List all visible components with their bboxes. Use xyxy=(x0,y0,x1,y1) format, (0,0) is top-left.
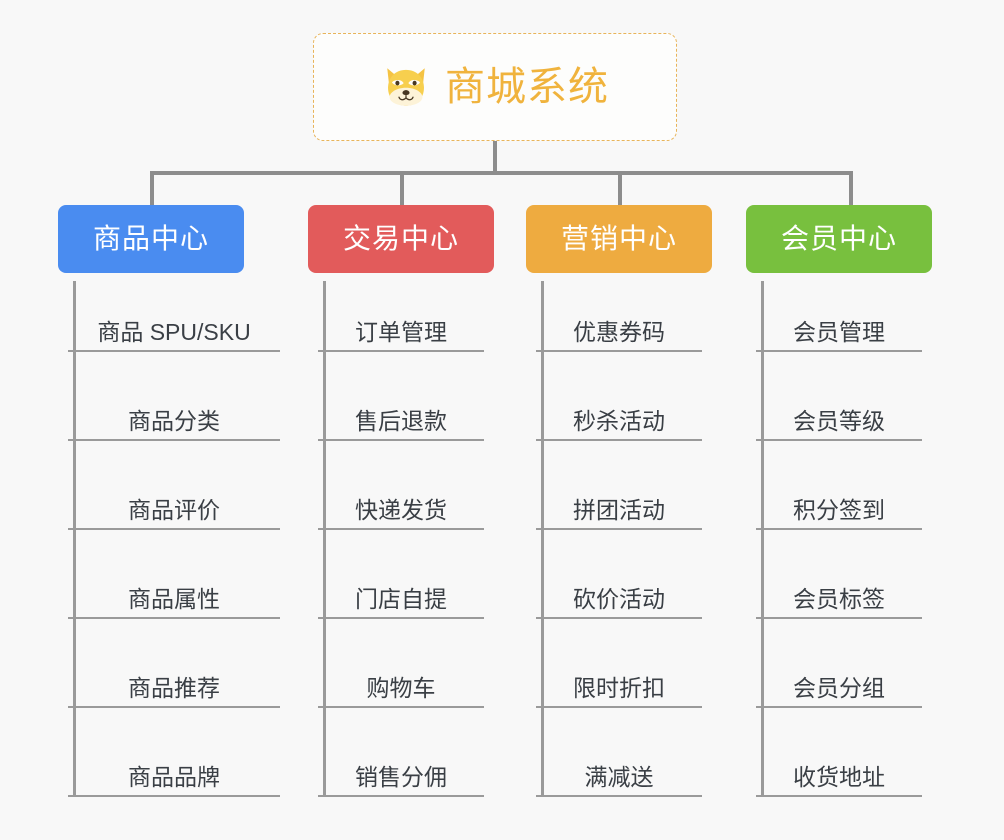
leaf-item[interactable]: 商品分类 xyxy=(68,397,280,441)
column-trunk-product-center xyxy=(73,281,76,797)
category-box-trade-center[interactable]: 交易中心 xyxy=(308,205,494,273)
leaf-item[interactable]: 秒杀活动 xyxy=(536,397,702,441)
leaf-item[interactable]: 商品推荐 xyxy=(68,664,280,708)
leaf-item[interactable]: 商品品牌 xyxy=(68,753,280,797)
leaf-item-label: 商品评价 xyxy=(128,497,220,524)
root-title: 商城系统 xyxy=(445,65,609,109)
leaf-item[interactable]: 会员标签 xyxy=(756,575,922,619)
leaf-item-label: 满减送 xyxy=(584,764,654,791)
leaf-item[interactable]: 销售分佣 xyxy=(318,753,484,797)
leaf-item-label: 商品分类 xyxy=(128,408,220,435)
leaf-item[interactable]: 拼团活动 xyxy=(536,486,702,530)
leaf-item[interactable]: 收货地址 xyxy=(756,753,922,797)
leaf-item-label: 秒杀活动 xyxy=(573,408,665,435)
leaf-item[interactable]: 商品属性 xyxy=(68,575,280,619)
leaf-item[interactable]: 砍价活动 xyxy=(536,575,702,619)
column-trunk-member-center xyxy=(761,281,764,797)
leaf-item-label: 商品品牌 xyxy=(128,764,220,791)
horizontal-bus-connector xyxy=(150,171,853,175)
leaf-item-label: 门店自提 xyxy=(355,586,447,613)
category-label: 交易中心 xyxy=(342,223,459,254)
leaf-item-label: 售后退款 xyxy=(355,408,447,435)
leaf-item-label: 积分签到 xyxy=(793,497,885,524)
leaf-item-label: 快递发货 xyxy=(355,497,447,524)
root-node[interactable]: 商城系统 xyxy=(313,33,677,141)
leaf-item-label: 会员分组 xyxy=(793,675,885,702)
drop-connector-1 xyxy=(150,171,154,205)
leaf-item-label: 收货地址 xyxy=(793,764,885,791)
leaf-item-label: 优惠券码 xyxy=(573,319,665,346)
category-box-marketing-center[interactable]: 营销中心 xyxy=(526,205,712,273)
leaf-item-label: 商品属性 xyxy=(128,586,220,613)
category-label: 营销中心 xyxy=(560,223,677,254)
leaf-item-label: 销售分佣 xyxy=(355,764,447,791)
leaf-item[interactable]: 订单管理 xyxy=(318,308,484,352)
category-label: 会员中心 xyxy=(780,223,897,254)
leaf-item-label: 商品推荐 xyxy=(128,675,220,702)
leaf-item-label: 会员管理 xyxy=(793,319,885,346)
leaf-item-label: 商品 SPU/SKU xyxy=(97,319,251,346)
leaf-item[interactable]: 会员管理 xyxy=(756,308,922,352)
leaf-item[interactable]: 限时折扣 xyxy=(536,664,702,708)
drop-connector-2 xyxy=(400,171,404,205)
shiba-dog-icon xyxy=(387,68,425,106)
leaf-item-label: 砍价活动 xyxy=(573,586,665,613)
column-trunk-trade-center xyxy=(323,281,326,797)
category-box-product-center[interactable]: 商品中心 xyxy=(58,205,244,273)
leaf-item[interactable]: 满减送 xyxy=(536,753,702,797)
category-box-member-center[interactable]: 会员中心 xyxy=(746,205,932,273)
leaf-item[interactable]: 门店自提 xyxy=(318,575,484,619)
leaf-item-label: 会员等级 xyxy=(793,408,885,435)
leaf-item[interactable]: 优惠券码 xyxy=(536,308,702,352)
leaf-item-label: 会员标签 xyxy=(793,586,885,613)
leaf-item[interactable]: 会员等级 xyxy=(756,397,922,441)
leaf-item-label: 订单管理 xyxy=(355,319,447,346)
drop-connector-4 xyxy=(849,171,853,205)
drop-connector-3 xyxy=(618,171,622,205)
leaf-item[interactable]: 商品评价 xyxy=(68,486,280,530)
leaf-item-label: 限时折扣 xyxy=(573,675,665,702)
leaf-item[interactable]: 售后退款 xyxy=(318,397,484,441)
leaf-item-label: 拼团活动 xyxy=(573,497,665,524)
leaf-item[interactable]: 购物车 xyxy=(318,664,484,708)
root-stem-connector xyxy=(493,141,497,173)
column-trunk-marketing-center xyxy=(541,281,544,797)
category-label: 商品中心 xyxy=(92,223,209,254)
leaf-item[interactable]: 商品 SPU/SKU xyxy=(68,308,280,352)
leaf-item[interactable]: 积分签到 xyxy=(756,486,922,530)
leaf-item-label: 购物车 xyxy=(366,675,436,702)
leaf-item[interactable]: 会员分组 xyxy=(756,664,922,708)
leaf-item[interactable]: 快递发货 xyxy=(318,486,484,530)
